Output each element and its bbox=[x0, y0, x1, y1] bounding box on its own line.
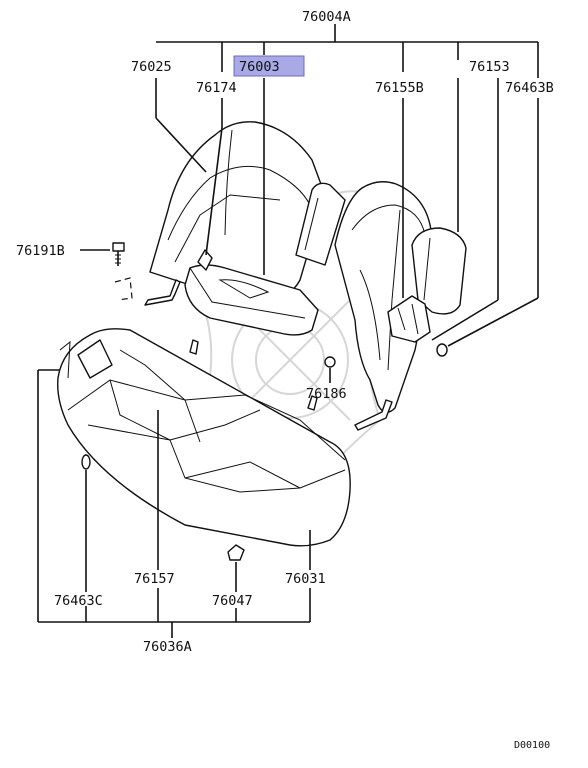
seat-cushion bbox=[57, 328, 351, 547]
diagram-code: D00100 bbox=[514, 740, 550, 751]
label-76191b: 76191B bbox=[16, 243, 65, 259]
seat-back-left bbox=[149, 121, 346, 301]
label-76155b: 76155B bbox=[375, 80, 424, 96]
seat-back-hooks bbox=[114, 277, 181, 306]
label-76031: 76031 bbox=[285, 571, 326, 587]
label-76036a: 76036A bbox=[143, 639, 192, 655]
label-76047: 76047 bbox=[212, 593, 253, 609]
leader-lines bbox=[37, 24, 539, 638]
label-76186: 76186 bbox=[306, 386, 347, 402]
label-76153: 76153 bbox=[469, 59, 510, 75]
label-76157: 76157 bbox=[134, 571, 175, 587]
highlight-76003 bbox=[233, 55, 305, 77]
small-parts bbox=[81, 242, 448, 561]
label-76004a: 76004A bbox=[302, 9, 351, 25]
label-76174: 76174 bbox=[196, 80, 237, 96]
label-76463c: 76463C bbox=[54, 593, 103, 609]
label-76003[interactable]: 76003 bbox=[239, 59, 280, 75]
label-76463b: 76463B bbox=[505, 80, 554, 96]
label-76025: 76025 bbox=[131, 59, 172, 75]
seat-back-right bbox=[334, 181, 467, 431]
